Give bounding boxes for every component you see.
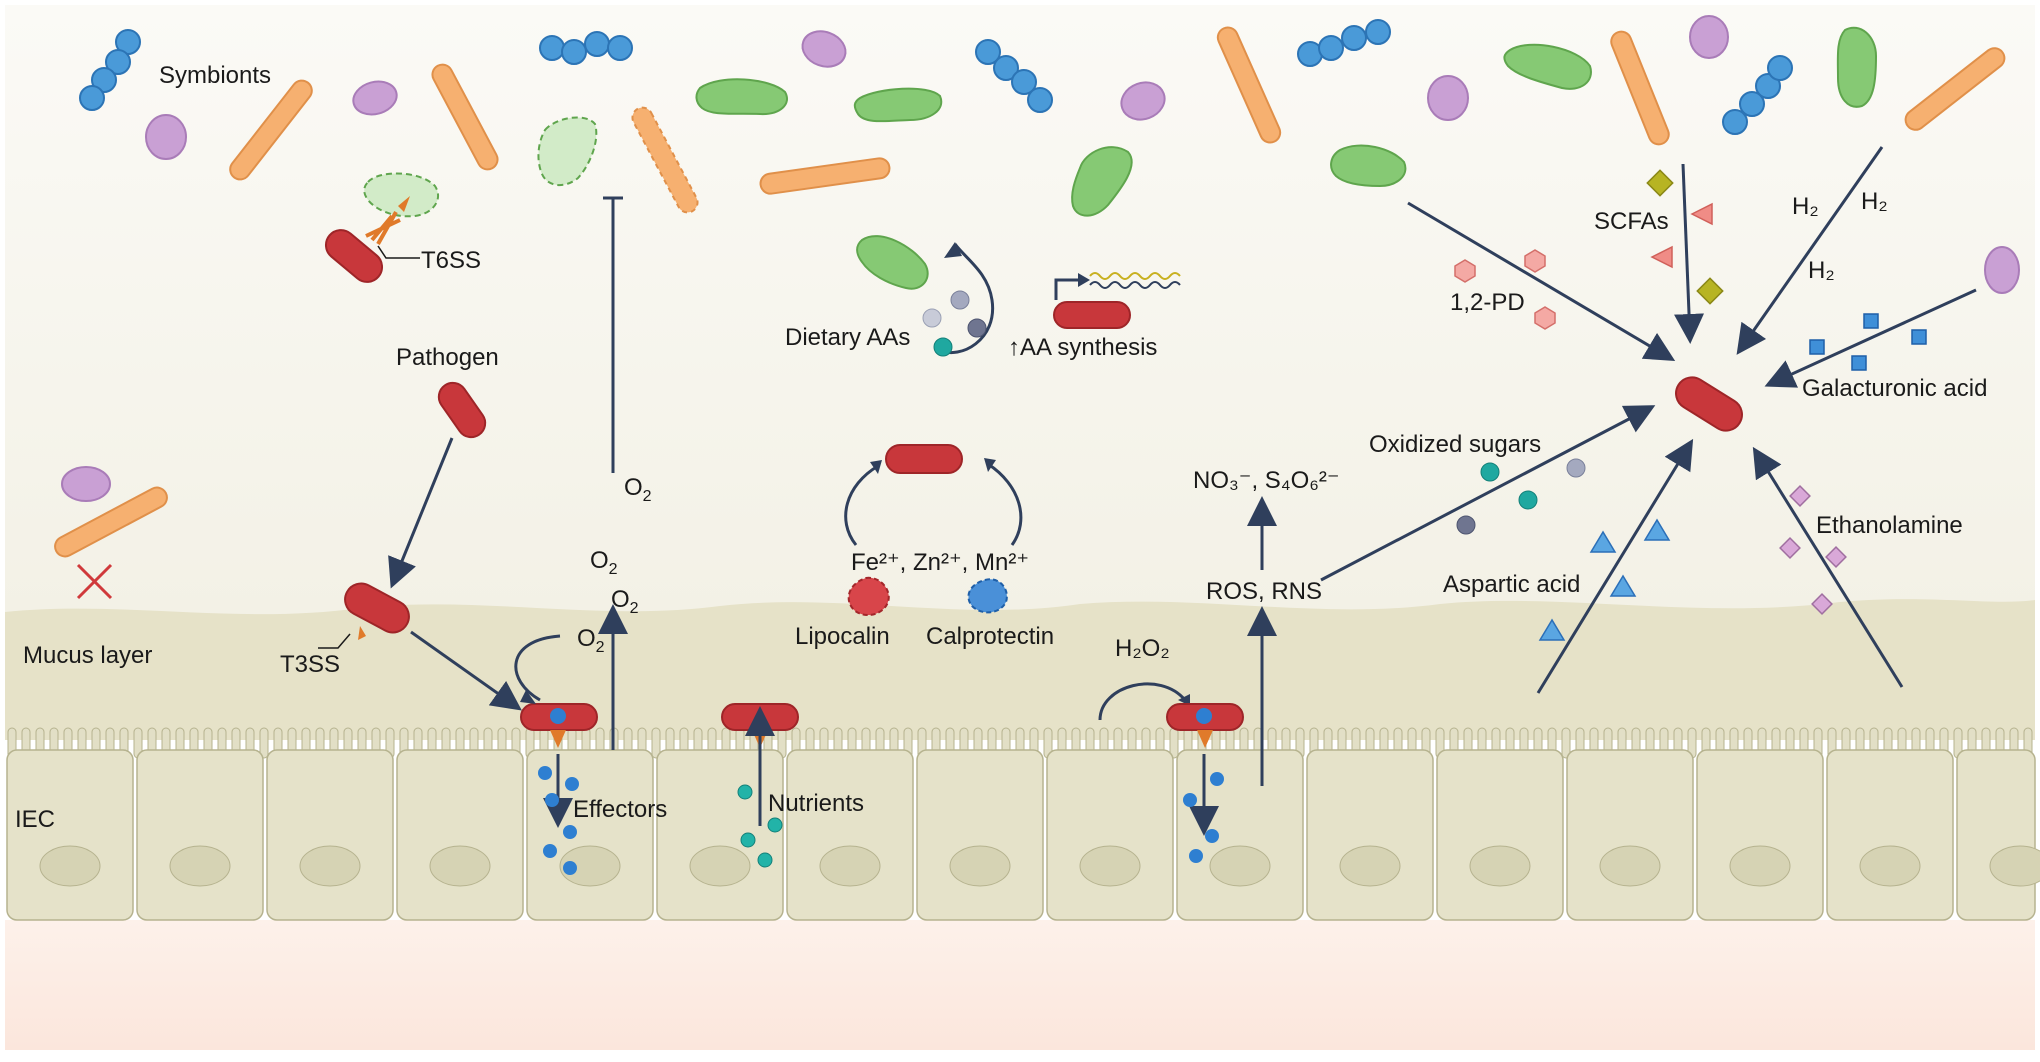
attached-pathogen-1 xyxy=(520,703,598,748)
iec-label: IEC xyxy=(15,806,55,833)
cell-nucleus xyxy=(1209,845,1271,887)
scfa-icons xyxy=(1646,169,1724,305)
cell-nucleus xyxy=(169,845,231,887)
nutrient-dots xyxy=(737,784,783,868)
epithelial-cell xyxy=(1176,749,1304,921)
attached-pathogen-3 xyxy=(1166,703,1244,748)
lipocalin-label: Lipocalin xyxy=(795,623,890,650)
epithelial-cell xyxy=(1566,749,1694,921)
h2-label-b: H₂ xyxy=(1861,188,1888,215)
epithelial-cell xyxy=(1826,749,1954,921)
aa-synthesis-label: ↑AA synthesis xyxy=(1008,334,1157,361)
epithelium xyxy=(6,727,2040,921)
o2-label-d: O2 xyxy=(624,474,652,505)
microvillus xyxy=(259,727,269,759)
mrna-icon xyxy=(1089,272,1181,280)
cell-nucleus xyxy=(689,845,751,887)
pathogen-to-mucus-arrow xyxy=(388,437,454,589)
aspartic-acid-label: Aspartic acid xyxy=(1443,571,1580,598)
epithelial-cell xyxy=(1046,749,1174,921)
effectors-label: Effectors xyxy=(573,796,667,823)
epithelial-cell xyxy=(396,749,524,921)
pd-12-label: 1,2-PD xyxy=(1450,289,1525,316)
epithelial-cell xyxy=(136,749,264,921)
epithelial-cell xyxy=(1306,749,1434,921)
metals-label: Fe²⁺, Zn²⁺, Mn²⁺ xyxy=(851,549,1029,576)
scfas-label: SCFAs xyxy=(1594,208,1669,235)
no3-s4o6-label: NO₃⁻, S₄O₆²⁻ xyxy=(1193,467,1340,494)
cell-nucleus xyxy=(1339,845,1401,887)
blocked-x-icon xyxy=(76,563,113,600)
o2-label-a: O2 xyxy=(590,547,618,578)
t3ss-label: T3SS xyxy=(280,651,340,678)
cell-nucleus xyxy=(949,845,1011,887)
ethanolamine-label: Ethanolamine xyxy=(1816,512,1963,539)
oxidized-sugar-dots xyxy=(1456,458,1586,535)
epithelial-cell xyxy=(656,749,784,921)
ethanolamine-icons xyxy=(1779,485,1847,615)
symbionts-label: Symbionts xyxy=(159,62,271,89)
cell-nucleus xyxy=(1079,845,1141,887)
dietary-uptake-arrow xyxy=(939,243,995,355)
symbiont-bacteria xyxy=(54,15,2020,558)
galacturonic-acid-label: Galacturonic acid xyxy=(1802,375,1987,402)
submucosa-region xyxy=(5,920,2035,1050)
pathogen-cell xyxy=(437,381,487,439)
epithelial-cell xyxy=(1956,749,2036,921)
t6ss-apparatus xyxy=(324,196,420,283)
lipocalin-icon xyxy=(847,576,890,617)
cell-nucleus xyxy=(819,845,881,887)
pathogen-t3ss xyxy=(344,582,410,634)
aa-synthesis-pathogen xyxy=(1053,301,1131,329)
h2-label-a: H₂ xyxy=(1792,193,1819,220)
o2-label-c: O2 xyxy=(577,625,605,656)
microvillus xyxy=(1561,727,1571,759)
microvillus xyxy=(651,727,661,759)
h2-label-c: H₂ xyxy=(1808,257,1835,284)
cell-nucleus xyxy=(1469,845,1531,887)
h2o2-label: H₂O₂ xyxy=(1115,635,1170,662)
epithelial-cell xyxy=(6,749,134,921)
nutrients-label: Nutrients xyxy=(768,790,864,817)
epithelial-cell xyxy=(266,749,394,921)
pathogen-label: Pathogen xyxy=(396,344,499,371)
epithelial-cell xyxy=(1436,749,1564,921)
cell-nucleus xyxy=(1989,845,2040,887)
cell-nucleus xyxy=(299,845,361,887)
effector-dots-2 xyxy=(1183,772,1224,863)
cell-nucleus xyxy=(559,845,621,887)
ros-rns-label: ROS, RNS xyxy=(1206,578,1322,605)
central-pathogen xyxy=(1675,376,1743,432)
o2-loop-arrow xyxy=(514,634,561,702)
cell-nucleus xyxy=(1859,845,1921,887)
epithelial-cell xyxy=(1696,749,1824,921)
oxidized-sugars-label: Oxidized sugars xyxy=(1369,431,1541,458)
o2-label-b: O2 xyxy=(611,586,639,617)
t6ss-label: T6SS xyxy=(421,247,481,274)
cell-nucleus xyxy=(1599,845,1661,887)
effector-dots xyxy=(538,766,579,875)
t3ss-to-epithelium-arrow xyxy=(410,630,522,711)
dietary-aa-dots xyxy=(922,290,987,357)
galacturonic-icons xyxy=(1809,313,1927,371)
dietary-aas-label: Dietary AAs xyxy=(785,324,910,351)
calprotectin-icon xyxy=(967,578,1008,614)
metal-pathogen xyxy=(885,444,963,474)
converging-arrows xyxy=(1320,146,1977,694)
calprotectin-label: Calprotectin xyxy=(926,623,1054,650)
cell-nucleus xyxy=(429,845,491,887)
cell-nucleus xyxy=(1729,845,1791,887)
cell-nucleus xyxy=(39,845,101,887)
aspartic-acid-icons xyxy=(1538,518,1671,641)
epithelial-cell xyxy=(786,749,914,921)
pd-icons xyxy=(1454,249,1556,330)
epithelial-cell xyxy=(916,749,1044,921)
mucus-layer-label: Mucus layer xyxy=(23,642,152,669)
